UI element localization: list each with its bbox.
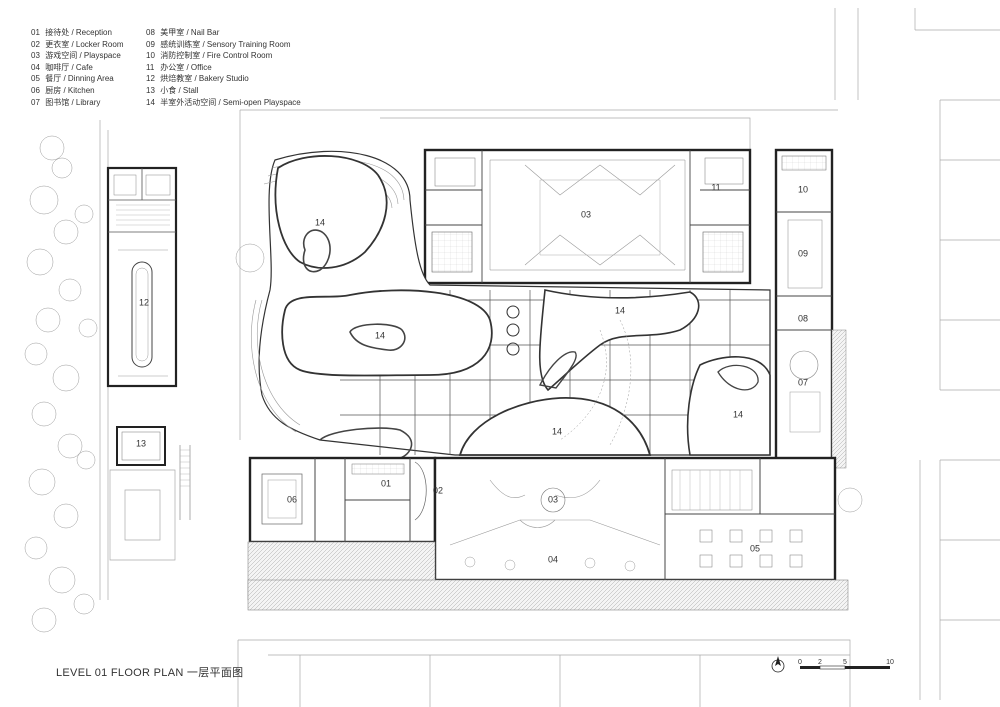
scale-tick-label: 2 [818,659,822,666]
legend-column-left: 01 接待处 / Reception 02 更衣室 / Locker Room … [31,27,123,108]
legend-item: 06 厨房 / Kitchen [31,85,95,95]
room-label: 14 [375,330,385,340]
legend-item: 12 烘焙教室 / Bakery Studio [146,74,249,84]
room-label: 10 [798,184,808,194]
site-context [99,8,1000,707]
room-label: 14 [552,426,562,436]
room-label: 04 [548,554,558,564]
legend-item: 10 消防控制室 / Fire Control Room [146,51,273,61]
south-building [247,456,849,611]
room-label: 01 [381,478,391,488]
room-label: 11 [711,182,720,192]
room-label: 12 [139,297,149,307]
room-labels: 14 14 14 14 14 03 03 11 10 09 08 07 12 1… [136,182,808,564]
legend-item: 05 餐厅 / Dinning Area [31,74,114,84]
room-label: 06 [287,494,297,504]
room-label: 05 [750,543,760,553]
north-arrow-icon [771,656,785,673]
room-label: 13 [136,438,146,448]
legend-item: 01 接待处 / Reception [31,28,112,37]
courtyard [251,150,771,459]
legend-item: 14 半室外活动空间 / Semi-open Playspace [146,97,301,107]
legend-item: 09 感统训练室 / Sensory Training Room [146,39,291,49]
bakery-building [106,166,178,388]
legend-item: 07 图书馆 / Library [31,97,101,107]
legend-item: 02 更衣室 / Locker Room [31,39,124,49]
east-building [774,148,847,470]
legend-item: 04 咖啡厅 / Cafe [31,62,93,72]
legend-item: 03 游戏空间 / Playspace [31,51,121,61]
legend-item: 13 小食 / Stall [146,85,199,95]
north-building [423,148,752,285]
scale-tick-label: 10 [886,659,894,666]
stall-pavilion [116,426,191,520]
scale-bar: 0 2 5 10 [798,659,894,670]
room-label: 07 [798,377,808,387]
scale-tick-label: 5 [843,659,847,666]
legend-column-right: 08 美甲室 / Nail Bar 09 感统训练室 / Sensory Tra… [146,27,301,108]
drawing-title: LEVEL 01 FLOOR PLAN 一层平面图 [56,667,244,679]
room-label: 14 [615,305,625,315]
room-label: 14 [315,217,325,227]
legend-item: 11 办公室 / Office [146,62,212,72]
room-label: 03 [548,494,558,504]
room-label: 02 [433,485,443,495]
room-label: 09 [798,248,808,258]
scale-tick-label: 0 [798,659,802,666]
room-label: 08 [798,313,808,323]
legend-item: 08 美甲室 / Nail Bar [146,28,220,37]
room-label: 14 [733,409,743,419]
room-label: 03 [581,209,591,219]
